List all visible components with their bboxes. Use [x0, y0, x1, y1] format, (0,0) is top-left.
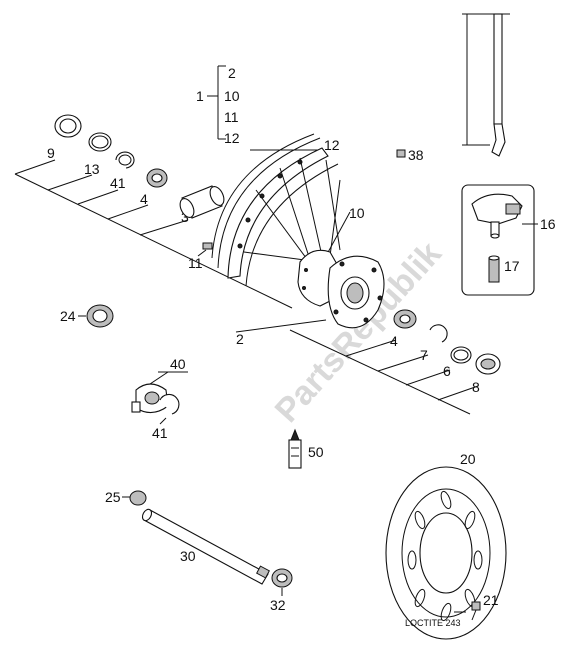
- callout-6: 6: [443, 363, 451, 379]
- hub-2: [297, 249, 385, 329]
- callout-40: 40: [170, 356, 186, 372]
- valve-box: 16 17: [461, 184, 556, 296]
- lower-leader-lines: 2 4 7 6 8: [235, 319, 480, 415]
- bearing-4-upper: [146, 168, 168, 188]
- part-38-bolt: 38: [396, 147, 424, 163]
- callout-25: 25: [105, 489, 121, 505]
- callout-12: 12: [324, 137, 340, 153]
- callout-50: 50: [308, 444, 324, 460]
- callout-2: 2: [236, 331, 244, 347]
- seal-9: [54, 114, 82, 138]
- callout-16: 16: [540, 216, 556, 232]
- spacer-25: 25: [105, 489, 147, 506]
- nut-32: 32: [270, 568, 293, 613]
- spacer-24: 24: [60, 304, 114, 328]
- group-item: 10: [224, 88, 240, 104]
- group-item: 2: [228, 65, 236, 81]
- wheel-rim-12: 12: [211, 133, 340, 287]
- bearing-4-lower: [393, 309, 417, 329]
- callout-38: 38: [408, 147, 424, 163]
- circlip-7: [429, 324, 448, 343]
- callout-24: 24: [60, 308, 76, 324]
- disc-bolt-21: 21 LOCTITE 243: [405, 592, 499, 628]
- callout-7: 7: [420, 347, 428, 363]
- group-item: 11: [224, 109, 239, 125]
- callout-11: 11: [188, 255, 203, 271]
- callout-41-lower: 41: [152, 425, 168, 441]
- oring-6: [450, 346, 472, 364]
- speedo-drive-40: 40 41: [131, 356, 188, 441]
- group-label: 1: [196, 88, 204, 104]
- callout-41-upper: 41: [110, 175, 126, 191]
- loctite-note: LOCTITE 243: [405, 618, 461, 628]
- spokes-10: 10: [243, 157, 365, 267]
- callout-30: 30: [180, 548, 196, 564]
- callout-13: 13: [84, 161, 100, 177]
- callout-9: 9: [47, 145, 55, 161]
- callout-32: 32: [270, 597, 286, 613]
- part-11-valve: 11: [188, 242, 213, 271]
- grease-tube-50: 50: [288, 428, 324, 469]
- circlip-41-upper: [115, 151, 135, 169]
- axle-30: 30: [141, 508, 270, 585]
- callout-20: 20: [460, 451, 476, 467]
- group-item: 12: [224, 130, 240, 146]
- spacer-3: [179, 185, 225, 219]
- callout-21: 21: [483, 592, 499, 608]
- callout-3: 3: [181, 209, 189, 225]
- group-bracket: 1 2 10 11 12: [196, 65, 240, 146]
- callout-17: 17: [504, 258, 520, 274]
- callout-4-lower: 4: [390, 333, 398, 349]
- callout-8: 8: [472, 379, 480, 395]
- oring-13: [88, 132, 112, 152]
- brake-disc-20: 20: [385, 451, 507, 640]
- callout-4-upper: 4: [140, 191, 148, 207]
- callout-10: 10: [349, 205, 365, 221]
- seal-8: [475, 353, 501, 375]
- tire-lever-tool: [462, 13, 510, 157]
